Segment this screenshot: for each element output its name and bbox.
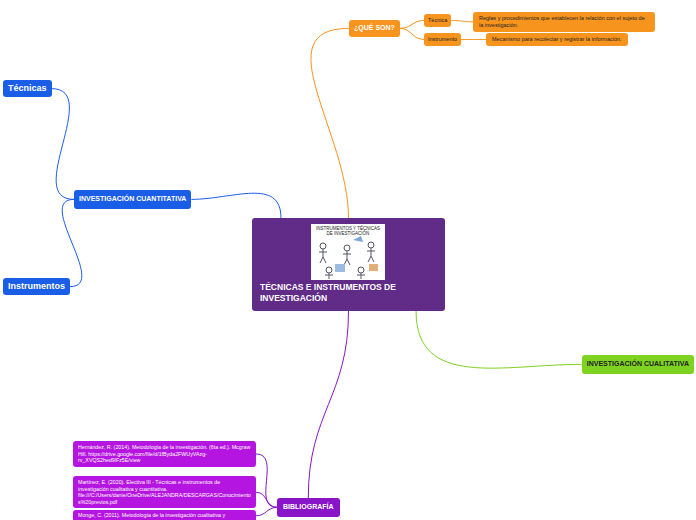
subtopic-box: Técnicas: [3, 80, 52, 97]
subtopic-box: Instrumentos: [3, 278, 70, 295]
topic-box: INVESTIGACIÓN CUALITATIVA: [582, 355, 694, 374]
branch-connector: [52, 89, 74, 200]
branch-connector: [311, 28, 349, 218]
node-text: Reglas y procedimientos que establecen l…: [479, 15, 649, 29]
topic-box: ¿QUÉ SON?: [349, 20, 400, 37]
topic-box: BIBLIOGRAFÍA: [277, 498, 340, 517]
node-text: ¿QUÉ SON?: [354, 24, 395, 33]
branch-connector: [416, 311, 582, 368]
branch-connector: [256, 454, 277, 507]
node-text: Instrumento: [428, 36, 457, 43]
node-text: Mecanismo para recolectar y registrar la…: [492, 36, 622, 43]
branch-connector: [308, 311, 348, 498]
node-text: BIBLIOGRAFÍA: [283, 503, 334, 512]
subtopic-box: Instrumento: [424, 33, 461, 46]
definition-box: Reglas y procedimientos que establecen l…: [473, 12, 655, 32]
reference-box: Monge, C. (2011). Metodología de la inve…: [73, 510, 256, 520]
node-text: Monge, C. (2011). Metodología de la inve…: [78, 512, 251, 519]
node-text: INVESTIGACIÓN CUALITATIVA: [587, 360, 689, 369]
node-text: Técnicas: [8, 83, 47, 94]
reference-box: Hernández, R. (2014). Metodología de la …: [73, 441, 256, 467]
reference-box: Martínez, E. (2020). Electiva III - Técn…: [73, 476, 256, 508]
branch-connector: [400, 20, 424, 28]
branch-connector: [461, 39, 486, 40]
topic-box: INVESTIGACIÓN CUANTITATIVA: [74, 190, 191, 209]
branch-connector: [256, 492, 277, 507]
node-text: Hernández, R. (2014). Metodología de la …: [78, 444, 251, 464]
node-text: Instrumentos: [8, 281, 65, 292]
definition-box: Mecanismo para recolectar y registrar la…: [486, 33, 628, 46]
node-text: Martínez, E. (2020). Electiva III - Técn…: [78, 479, 251, 505]
subtopic-box: Técnica: [424, 14, 451, 27]
branch-connector: [400, 28, 424, 39]
branch-connector: [256, 507, 277, 515]
node-text: Técnica: [428, 17, 447, 24]
node-text: TÉCNICAS E INSTRUMENTOS DE INVESTIGACIÓN: [260, 282, 437, 303]
illustration-caption: INSTRUMENTOS Y TÉCNICAS DE INVESTIGACIÓN: [313, 226, 383, 236]
branch-connector: [191, 193, 281, 218]
branch-connector: [451, 20, 473, 21]
node-text: INVESTIGACIÓN CUANTITATIVA: [79, 195, 186, 204]
branch-connector: [62, 199, 82, 286]
